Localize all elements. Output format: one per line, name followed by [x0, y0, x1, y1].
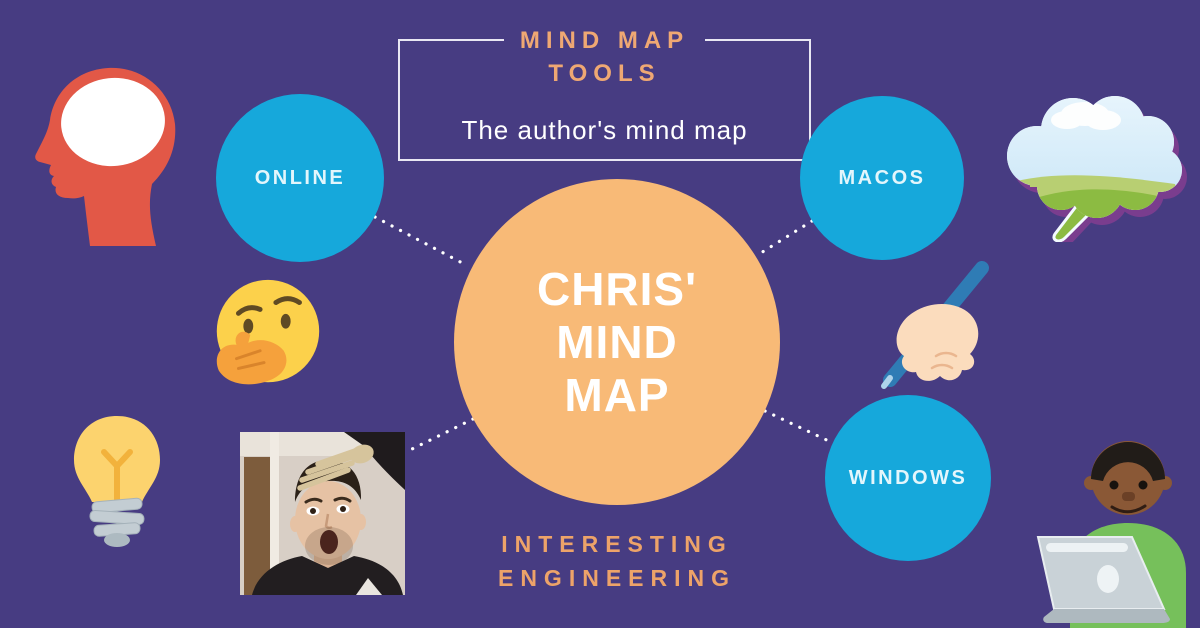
footer-line-1: INTERESTING [501, 531, 733, 557]
connector-macos-center [754, 219, 814, 258]
man-technologist-emoji [1012, 423, 1200, 628]
center-node-chris-mind-map: CHRIS' MIND MAP [454, 179, 780, 505]
connector-center-photo [404, 417, 475, 454]
page-title: MIND MAP TOOLS [400, 24, 809, 90]
title-box: MIND MAP TOOLS The author's mind map [398, 27, 811, 161]
node-online: ONLINE [216, 94, 384, 262]
author-photo [240, 432, 405, 595]
writing-hand-emoji [862, 260, 1002, 400]
node-windows-label: WINDOWS [848, 466, 968, 489]
footer-brand: INTERESTING ENGINEERING [437, 527, 797, 595]
node-online-label: ONLINE [254, 166, 346, 189]
page-subtitle: The author's mind map [461, 115, 748, 145]
title-line-2: TOOLS [532, 60, 677, 87]
connector-online-center [373, 215, 470, 268]
head-with-brain-icon [30, 62, 180, 252]
thinking-face-emoji [203, 272, 331, 400]
connector-center-windows [763, 409, 835, 445]
center-node-label: CHRIS' MIND MAP [536, 262, 698, 421]
node-macos-label: MACOS [838, 166, 926, 189]
light-bulb-emoji [62, 410, 172, 560]
title-line-1: MIND MAP [503, 27, 706, 54]
footer-line-2: ENGINEERING [497, 565, 737, 591]
thought-cloud-landscape-icon [985, 82, 1190, 242]
node-windows: WINDOWS [825, 395, 991, 561]
node-macos: MACOS [800, 96, 964, 260]
